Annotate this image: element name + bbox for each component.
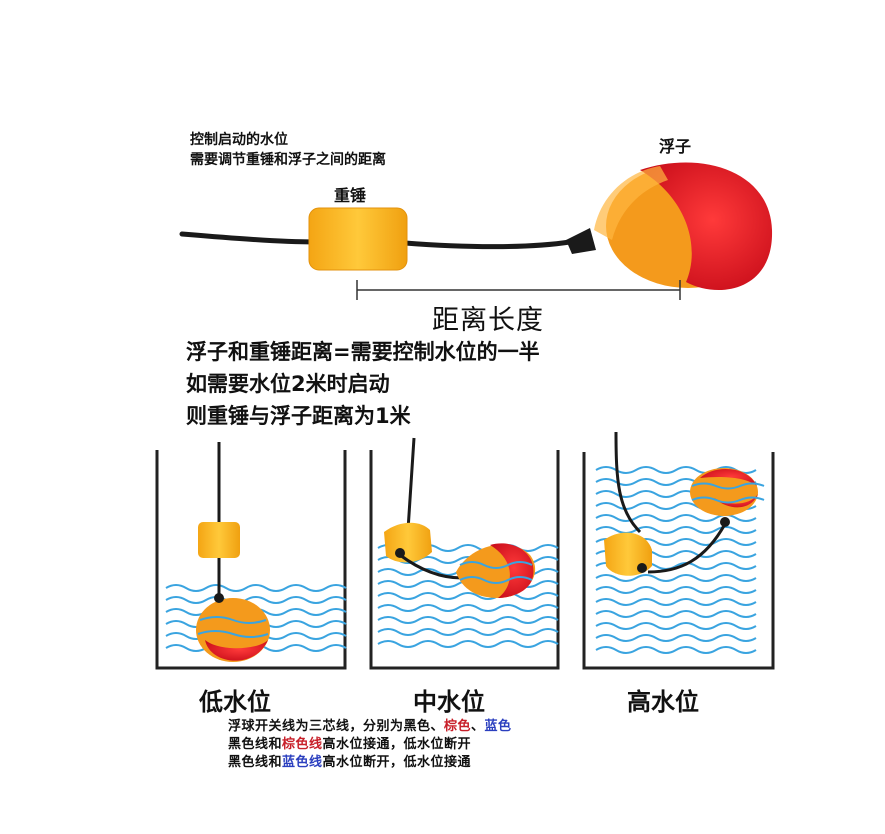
footnote-blue-word: 蓝色 xyxy=(484,719,512,734)
top-float-connector xyxy=(566,228,596,254)
footnote-line-3-suffix: 高水位断开，低水位接通 xyxy=(322,755,472,770)
note-top: 控制启动的水位 需要调节重锤和浮子之间的距离 xyxy=(190,130,386,170)
float-high xyxy=(690,468,765,516)
footnote-line-1: 浮球开关线为三芯线，分别为黑色、棕色、蓝色 xyxy=(228,718,512,736)
rule-line-2: 如需要水位2米时启动 xyxy=(186,372,390,396)
note-top-line1: 控制启动的水位 xyxy=(190,132,288,148)
rule-line-1: 浮子和重锤距离=需要控制水位的一半 xyxy=(186,340,540,364)
footnote-line-2: 黑色线和棕色线高水位接通，低水位断开 xyxy=(228,736,471,754)
caption-mid-level: 中水位 xyxy=(413,688,485,716)
footnote-line-1-prefix: 浮球开关线为三芯线，分别为黑色、 xyxy=(228,719,445,734)
label-float: 浮子 xyxy=(659,137,692,156)
footnote-separator: 、 xyxy=(471,719,485,734)
footnote-line-3: 黑色线和蓝色线高水位断开，低水位接通 xyxy=(228,754,471,772)
float-mid xyxy=(456,543,536,598)
footnote-line-2-prefix: 黑色线和 xyxy=(228,737,283,752)
note-top-line2: 需要调节重锤和浮子之间的距离 xyxy=(190,152,386,168)
rule-line-3: 则重锤与浮子距离为1米 xyxy=(186,404,411,428)
footnote-brown-word: 棕色 xyxy=(444,719,472,734)
caption-high-level: 高水位 xyxy=(627,688,699,716)
footnote-brown-wire: 棕色线 xyxy=(282,737,323,752)
caption-low-level: 低水位 xyxy=(199,688,271,716)
footnote-line-2-suffix: 高水位接通，低水位断开 xyxy=(322,737,472,752)
weight-low xyxy=(198,522,240,558)
tank-mid xyxy=(369,437,560,670)
tank-high xyxy=(582,431,775,670)
tank-low xyxy=(155,442,347,670)
footnote-line-3-prefix: 黑色线和 xyxy=(228,755,283,770)
top-weight xyxy=(309,208,407,270)
footnote-blue-wire: 蓝色线 xyxy=(282,755,323,770)
top-assembly xyxy=(179,162,773,300)
float-low xyxy=(196,598,270,662)
top-float xyxy=(594,162,773,291)
label-weight: 重锤 xyxy=(334,186,367,205)
top-cable xyxy=(179,231,573,250)
label-distance: 距离长度 xyxy=(432,305,544,336)
weight-mid xyxy=(384,522,432,563)
